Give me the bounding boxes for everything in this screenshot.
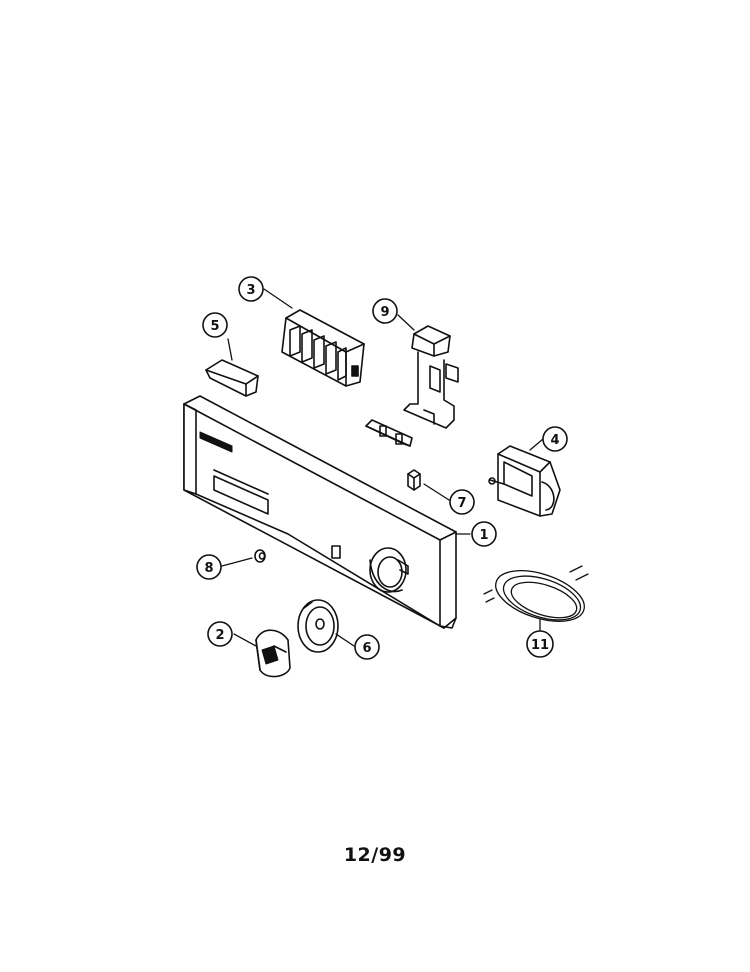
callout-7: 7 xyxy=(449,489,475,515)
leader-lines xyxy=(221,288,544,647)
small-switch-part xyxy=(407,469,421,491)
callout-1: 1 xyxy=(471,521,497,547)
callout-4: 4 xyxy=(542,426,568,452)
callout-9: 9 xyxy=(372,298,398,324)
callout-6: 6 xyxy=(354,634,380,660)
callout-5-label: 5 xyxy=(210,319,219,334)
callout-5: 5 xyxy=(202,312,228,338)
wire-harness-part xyxy=(483,565,589,622)
callout-4-label: 4 xyxy=(550,433,559,448)
callout-3: 3 xyxy=(238,276,264,302)
callout-11-label: 11 xyxy=(531,638,549,653)
timer-part xyxy=(488,445,561,517)
revision-date: 12/99 xyxy=(343,844,407,866)
callout-7-label: 7 xyxy=(457,496,466,511)
callout-6-label: 6 xyxy=(362,641,371,656)
button-cap-part xyxy=(205,359,259,397)
callout-8-label: 8 xyxy=(204,561,213,576)
dial-skirt-part xyxy=(297,599,339,653)
small-knob-part xyxy=(254,549,266,563)
callout-1-label: 1 xyxy=(479,528,488,543)
callout-2-label: 2 xyxy=(215,628,224,643)
slide-bar-part xyxy=(365,419,413,447)
knob-part xyxy=(255,629,291,678)
callout-8: 8 xyxy=(196,554,222,580)
callout-11: 11 xyxy=(526,630,554,658)
callout-3-label: 3 xyxy=(246,283,255,298)
control-panel-part xyxy=(183,395,457,629)
push-button-switch-part xyxy=(281,309,365,387)
switch-bracket-part xyxy=(403,325,459,429)
callout-9-label: 9 xyxy=(380,305,389,320)
callout-2: 2 xyxy=(207,621,233,647)
